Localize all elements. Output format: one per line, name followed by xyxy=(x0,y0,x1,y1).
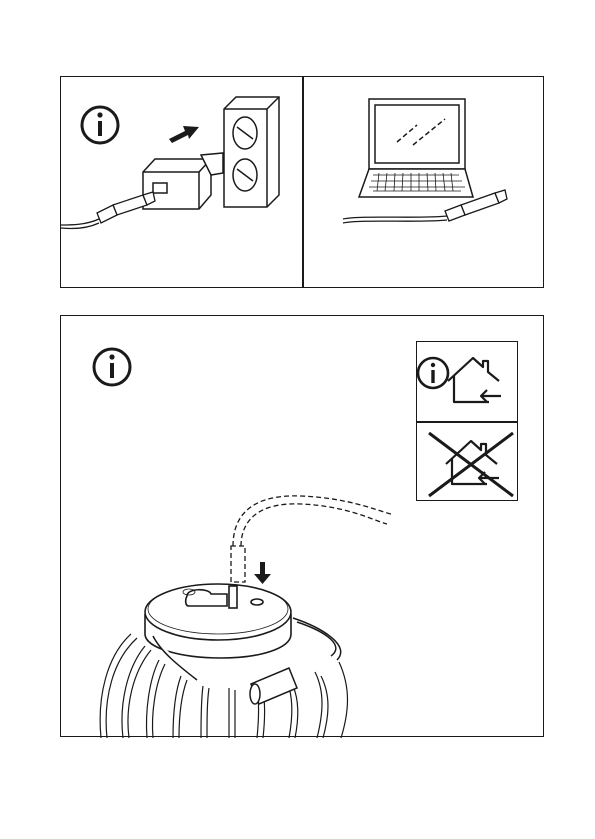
usb-cable-icon xyxy=(61,192,155,228)
info-icon xyxy=(94,349,130,385)
lantern-illustration xyxy=(61,316,545,738)
house-outdoor-crossed-icon xyxy=(429,433,513,496)
charging-instructions-panel xyxy=(60,76,544,288)
charging-illustrations xyxy=(61,77,545,289)
info-small-icon xyxy=(418,358,448,388)
insert-arrow-icon xyxy=(169,126,199,143)
usage-instructions-panel xyxy=(60,315,544,737)
wall-socket-icon xyxy=(224,97,279,207)
info-icon xyxy=(82,107,118,143)
laptop-icon xyxy=(359,99,473,197)
dashed-cable xyxy=(231,496,391,582)
house-indoor-icon xyxy=(448,358,501,402)
lantern-top-cap xyxy=(145,584,291,658)
down-arrow-icon xyxy=(254,562,271,584)
